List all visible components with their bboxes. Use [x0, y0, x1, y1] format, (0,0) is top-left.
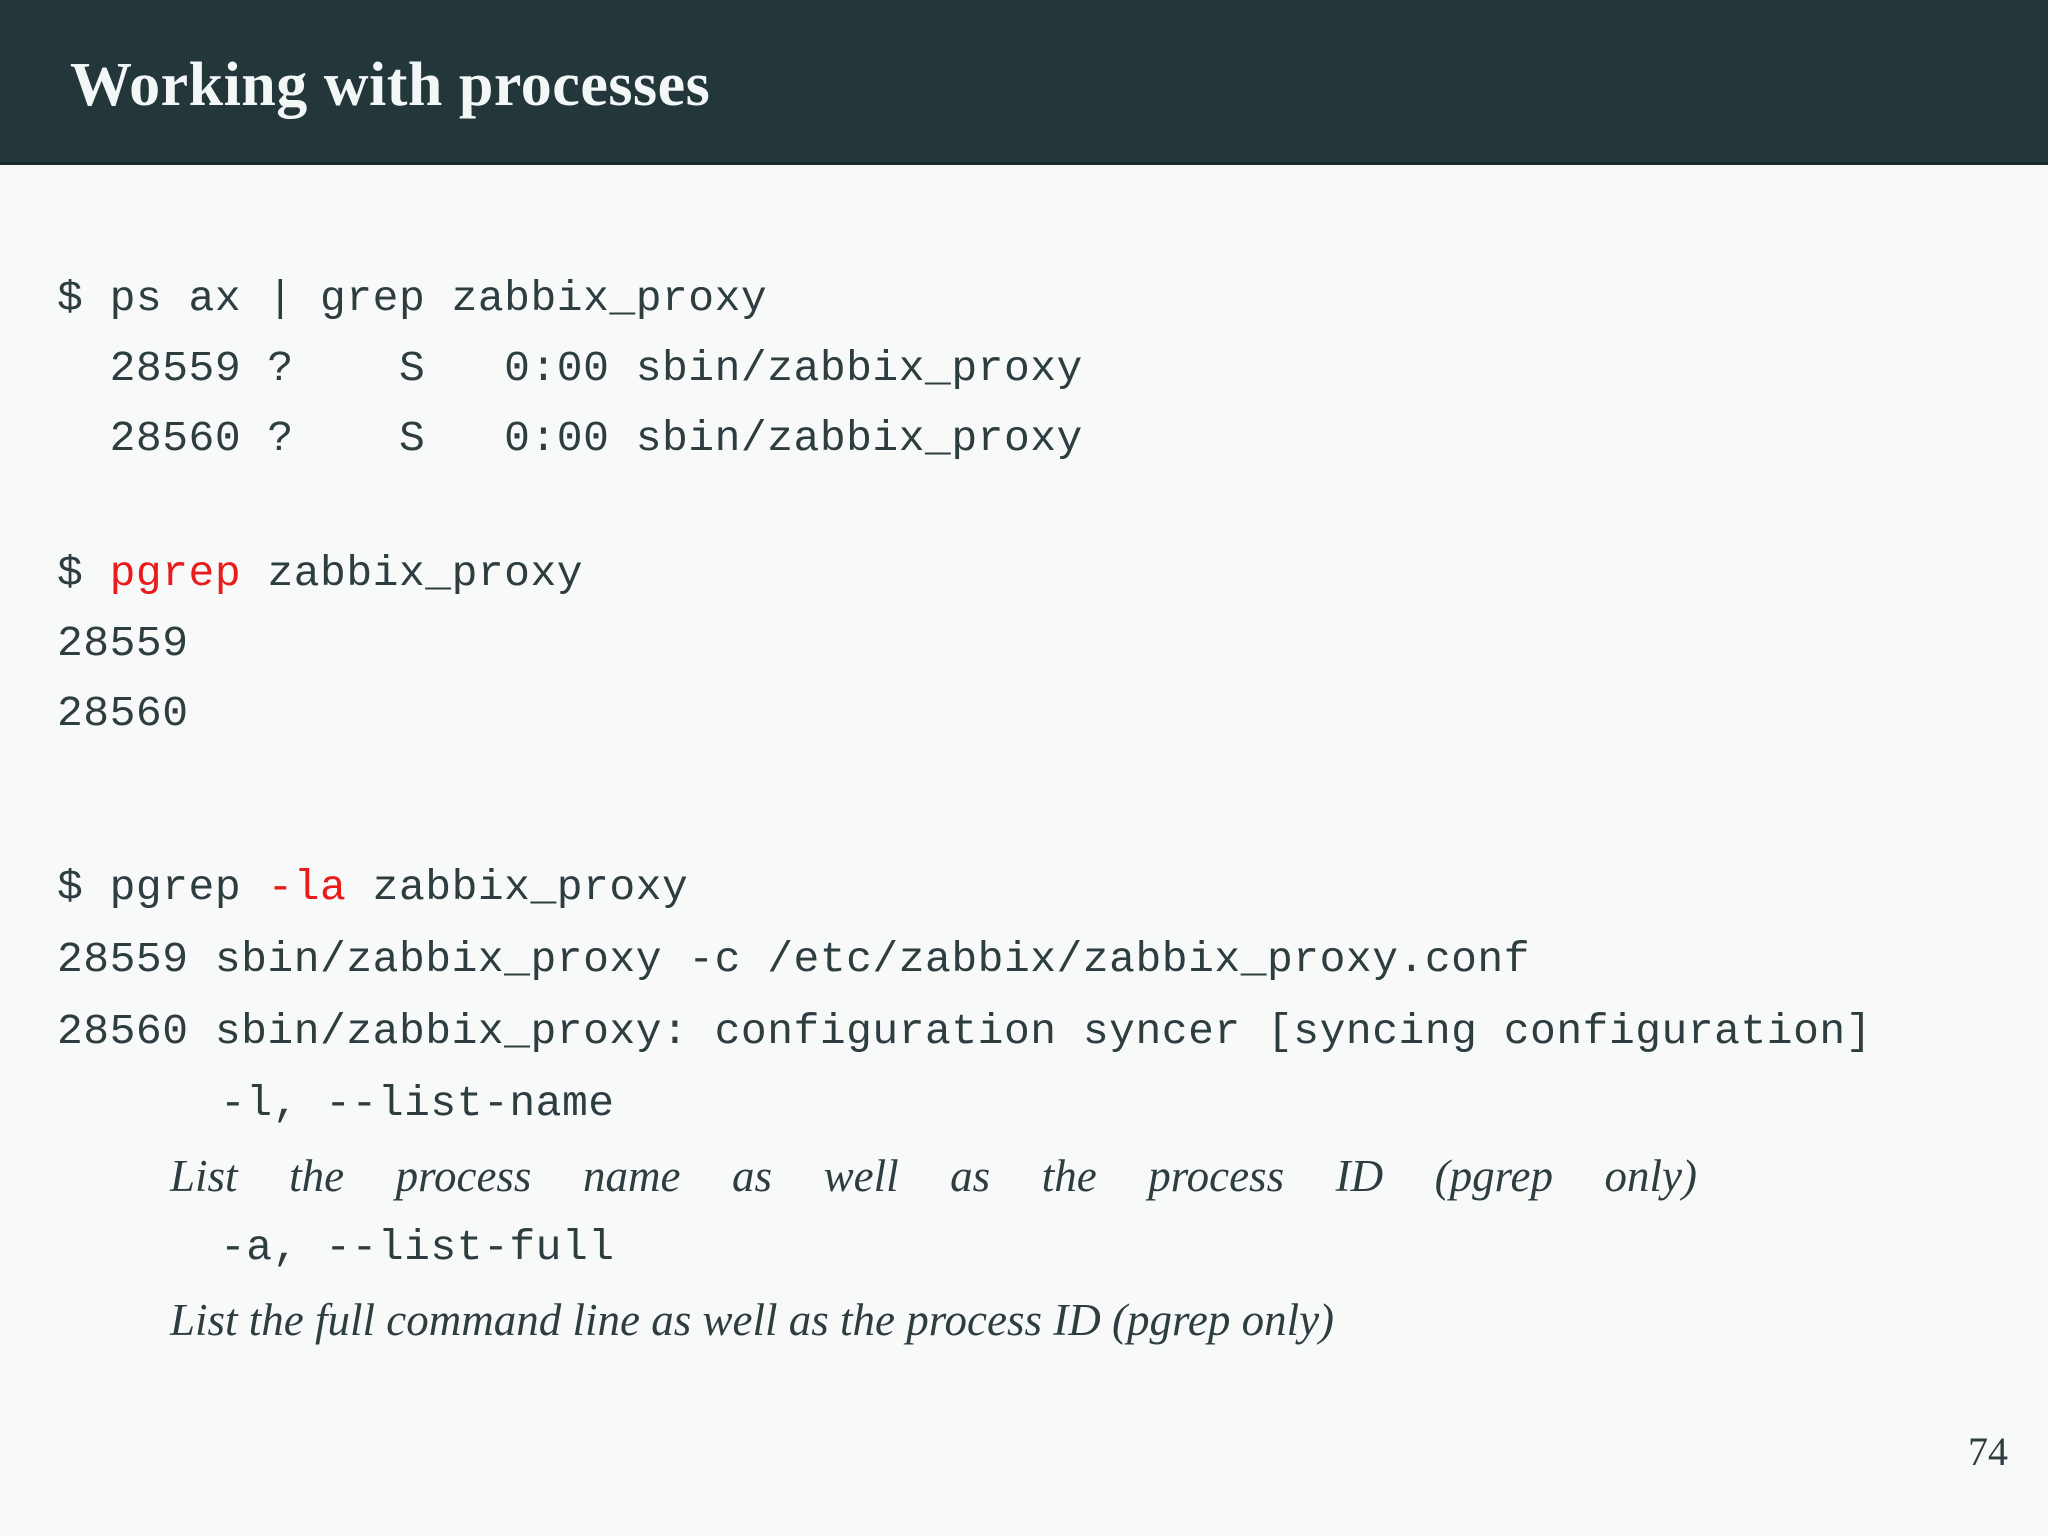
terminal-text: 28559	[57, 619, 189, 668]
highlighted-command-text: pgrep	[109, 549, 242, 598]
terminal-text: 28560 sbin/zabbix_proxy: configuration s…	[57, 1007, 1872, 1056]
terminal-text: -l, --list-name	[220, 1079, 615, 1128]
terminal-output-line: 28560 sbin/zabbix_proxy: configuration s…	[57, 996, 1872, 1068]
terminal-text: -a, --list-full	[220, 1223, 615, 1272]
terminal-text: List the process name as well as the pro…	[170, 1151, 1697, 1201]
terminal-command-line: $ pgrep -la zabbix_proxy	[57, 852, 1872, 924]
page-title: Working with processes	[70, 50, 711, 119]
terminal-block: $ ps ax | grep zabbix_proxy 28559 ? S 0:…	[57, 264, 1872, 474]
terminal-output-line: 28559 sbin/zabbix_proxy -c /etc/zabbix/z…	[57, 924, 1872, 996]
terminal-text: List the full command line as well as th…	[170, 1295, 1335, 1345]
terminal-text: 28559 ? S 0:00 sbin/zabbix_proxy	[57, 344, 1083, 393]
terminal-output-line: 28559	[57, 609, 1872, 679]
terminal-block: $ pgrep zabbix_proxy 28559 28560	[57, 539, 1872, 749]
terminal-text: $ pgrep	[57, 863, 268, 912]
terminal-output-line: 28559 ? S 0:00 sbin/zabbix_proxy	[57, 334, 1872, 404]
option-description: List the full command line as well as th…	[57, 1284, 1872, 1356]
option-name-line: -l, --list-name	[57, 1068, 1872, 1140]
terminal: $ ps ax | grep zabbix_proxy 28559 ? S 0:…	[57, 264, 1872, 1356]
terminal-text: 28560	[57, 689, 189, 738]
page-number: 74	[1968, 1429, 2008, 1474]
terminal-text: 28559 sbin/zabbix_proxy -c /etc/zabbix/z…	[57, 935, 1531, 984]
terminal-text: $ ps ax | grep zabbix_proxy	[57, 274, 768, 323]
terminal-block: $ pgrep -la zabbix_proxy 28559 sbin/zabbi…	[57, 852, 1872, 1356]
terminal-output-line: 28560	[57, 679, 1872, 749]
terminal-command-line: $ pgrep zabbix_proxy	[57, 539, 1872, 609]
terminal-command-line: $ ps ax | grep zabbix_proxy	[57, 264, 1872, 334]
slide-header: Working with processes	[0, 0, 2048, 165]
terminal-text: $	[57, 549, 110, 598]
terminal-output-line: 28560 ? S 0:00 sbin/zabbix_proxy	[57, 404, 1872, 474]
terminal-text: 28560 ? S 0:00 sbin/zabbix_proxy	[57, 414, 1083, 463]
option-name-line: -a, --list-full	[57, 1212, 1872, 1284]
terminal-text: zabbix_proxy	[346, 863, 689, 912]
terminal-text: zabbix_proxy	[241, 549, 584, 598]
highlighted-command-text: -la	[267, 863, 347, 912]
option-description: List the process name as well as the pro…	[170, 1140, 1697, 1212]
